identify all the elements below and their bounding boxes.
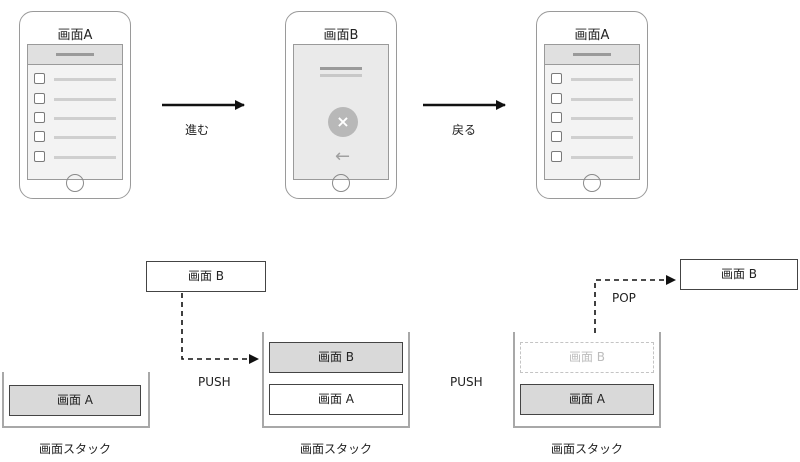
forward-label: 進む xyxy=(185,123,210,137)
stack-item: 画面 A xyxy=(269,384,403,415)
phone-screen-b: 画面B × ← xyxy=(285,11,397,199)
detail-screen: × ← xyxy=(293,44,389,180)
stack-caption: 画面スタック xyxy=(299,442,372,456)
home-button-icon xyxy=(332,174,350,192)
checkbox-icon xyxy=(34,112,45,123)
list-item xyxy=(551,112,633,126)
checkbox-icon xyxy=(34,131,45,142)
list-item xyxy=(551,93,633,107)
checkbox-icon xyxy=(551,131,562,142)
removed-stack-item: 画面 B xyxy=(520,342,654,373)
phone-title: 画面A xyxy=(57,28,93,43)
stack-item: 画面 A xyxy=(9,385,141,416)
list-item xyxy=(34,131,116,145)
checkbox-icon xyxy=(551,151,562,162)
list-item xyxy=(34,151,116,165)
pop-label: POP xyxy=(612,291,636,305)
back-arrow-icon: ← xyxy=(335,146,351,167)
pop-connector xyxy=(594,275,676,333)
stack-caption: 画面スタック xyxy=(38,442,111,456)
checkbox-icon xyxy=(34,73,45,84)
list-item xyxy=(551,131,633,145)
checkbox-icon xyxy=(34,93,45,104)
screen-header xyxy=(28,45,122,65)
checkbox-icon xyxy=(34,151,45,162)
list-item xyxy=(551,151,633,165)
phone-title: 画面A xyxy=(574,28,610,43)
outgoing-screen-box: 画面 B xyxy=(680,259,798,290)
list-item xyxy=(34,73,116,87)
screen-stack-left xyxy=(2,372,150,428)
stack-item: 画面 B xyxy=(269,342,403,373)
stack-caption: 画面スタック xyxy=(550,442,623,456)
stack-item: 画面 A xyxy=(520,384,654,415)
list-item xyxy=(551,73,633,87)
close-icon: × xyxy=(328,107,358,137)
screen-stack-right xyxy=(513,332,661,428)
checkbox-icon xyxy=(551,112,562,123)
list-item xyxy=(34,93,116,107)
back-label: 戻る xyxy=(452,123,477,137)
incoming-screen-box: 画面 B xyxy=(146,261,266,292)
list-item xyxy=(34,112,116,126)
phone-screen-a-left: 画面A xyxy=(19,11,131,199)
screen-stack-middle xyxy=(262,332,410,428)
list-screen xyxy=(544,44,640,180)
checkbox-icon xyxy=(551,93,562,104)
home-button-icon xyxy=(66,174,84,192)
push-connector xyxy=(181,293,259,364)
phone-title: 画面B xyxy=(323,28,359,43)
phone-screen-a-right: 画面A xyxy=(536,11,648,199)
list-screen xyxy=(27,44,123,180)
home-button-icon xyxy=(583,174,601,192)
push-label: PUSH xyxy=(198,375,231,389)
screen-header xyxy=(545,45,639,65)
push-label: PUSH xyxy=(450,375,483,389)
checkbox-icon xyxy=(551,73,562,84)
